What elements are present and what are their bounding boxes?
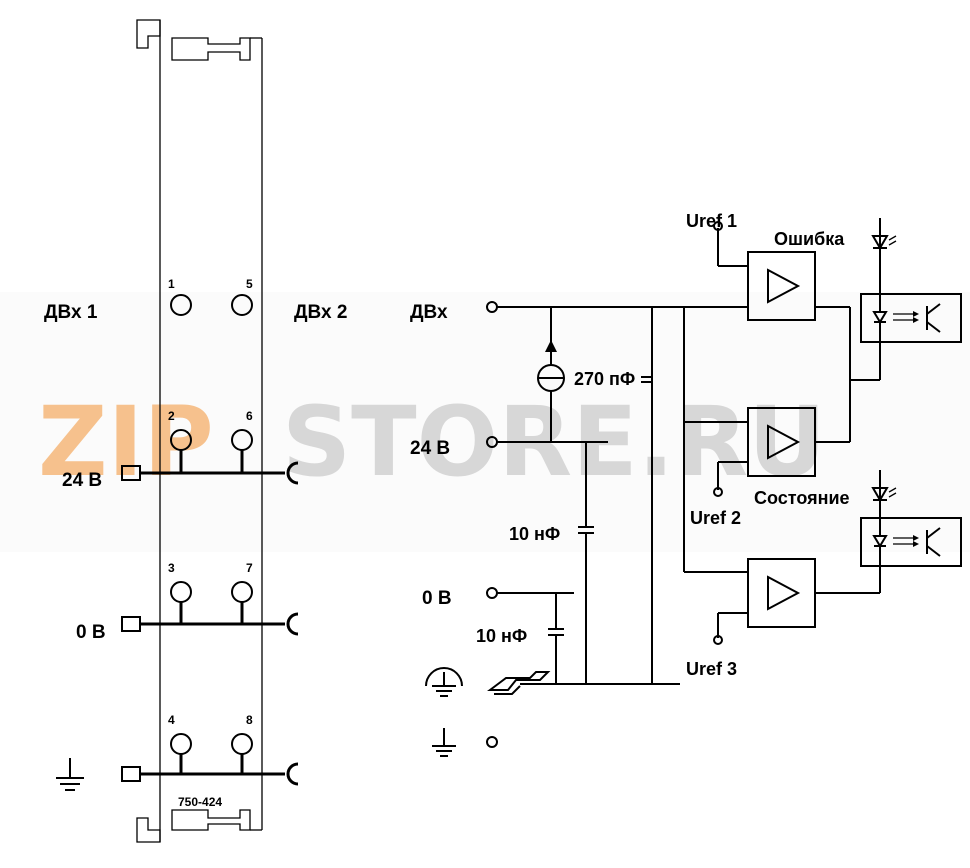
pin-label-1: 1: [168, 277, 175, 291]
channel-1-label: ДВх 1: [44, 302, 98, 323]
cap-10b-label: 10 нФ: [476, 626, 527, 646]
uref2-label: Uref 2: [690, 508, 741, 528]
watermark: ZIP STORE.RU: [0, 292, 970, 552]
pin-4[interactable]: [170, 733, 192, 755]
error-led-icon: [871, 218, 897, 294]
supply-24v-label: 24 В: [62, 470, 102, 491]
uref1-label: Uref 1: [686, 211, 737, 231]
error-label: Ошибка: [774, 229, 845, 249]
pin-3[interactable]: [170, 581, 192, 603]
optocoupler-2: [860, 517, 962, 567]
zero-label: 0 В: [422, 588, 452, 609]
pin-5[interactable]: [231, 294, 253, 316]
pin-label-4: 4: [168, 713, 175, 727]
internal-schematic: ДВх 270 пФ 24 В 10 нФ 0 В 10 нФ: [410, 211, 962, 757]
power-contact-0v: [121, 616, 141, 632]
pin-label-8: 8: [246, 713, 253, 727]
status-led-icon: [871, 470, 897, 518]
pin-8[interactable]: [231, 733, 253, 755]
zero-volt-label: 0 В: [76, 622, 106, 643]
pin-label-6: 6: [246, 409, 253, 423]
terminal-module: 1 5 2 6 3 7 4 8: [44, 19, 347, 843]
pin-7[interactable]: [231, 581, 253, 603]
pin-1[interactable]: [170, 294, 192, 316]
chassis-ground-icon: [425, 667, 463, 697]
uref3-label: Uref 3: [686, 659, 737, 679]
cap-10a-label: 10 нФ: [509, 524, 560, 544]
cap-270-label: 270 пФ: [574, 369, 635, 389]
power-contact-pe: [121, 766, 141, 782]
earth-icon: [432, 728, 456, 757]
input-label: ДВх: [410, 302, 448, 323]
comparator-3: [747, 558, 816, 628]
pin-label-3: 3: [168, 561, 175, 575]
pin-label-7: 7: [246, 561, 253, 575]
earth-terminal[interactable]: [486, 736, 498, 748]
arrow-icon: [545, 340, 557, 352]
optocoupler-1: [860, 293, 962, 343]
channel-2-label: ДВх 2: [294, 302, 347, 323]
module-model: 750-424: [178, 795, 222, 809]
pin-label-5: 5: [246, 277, 253, 291]
pin-label-2: 2: [168, 409, 175, 423]
ground-icon: [56, 758, 84, 791]
comparator-1: [747, 251, 816, 321]
status-label: Состояние: [754, 488, 850, 508]
din-rail-icon: [487, 671, 551, 695]
zero-terminal[interactable]: [486, 587, 498, 599]
supply-label: 24 В: [410, 438, 450, 459]
